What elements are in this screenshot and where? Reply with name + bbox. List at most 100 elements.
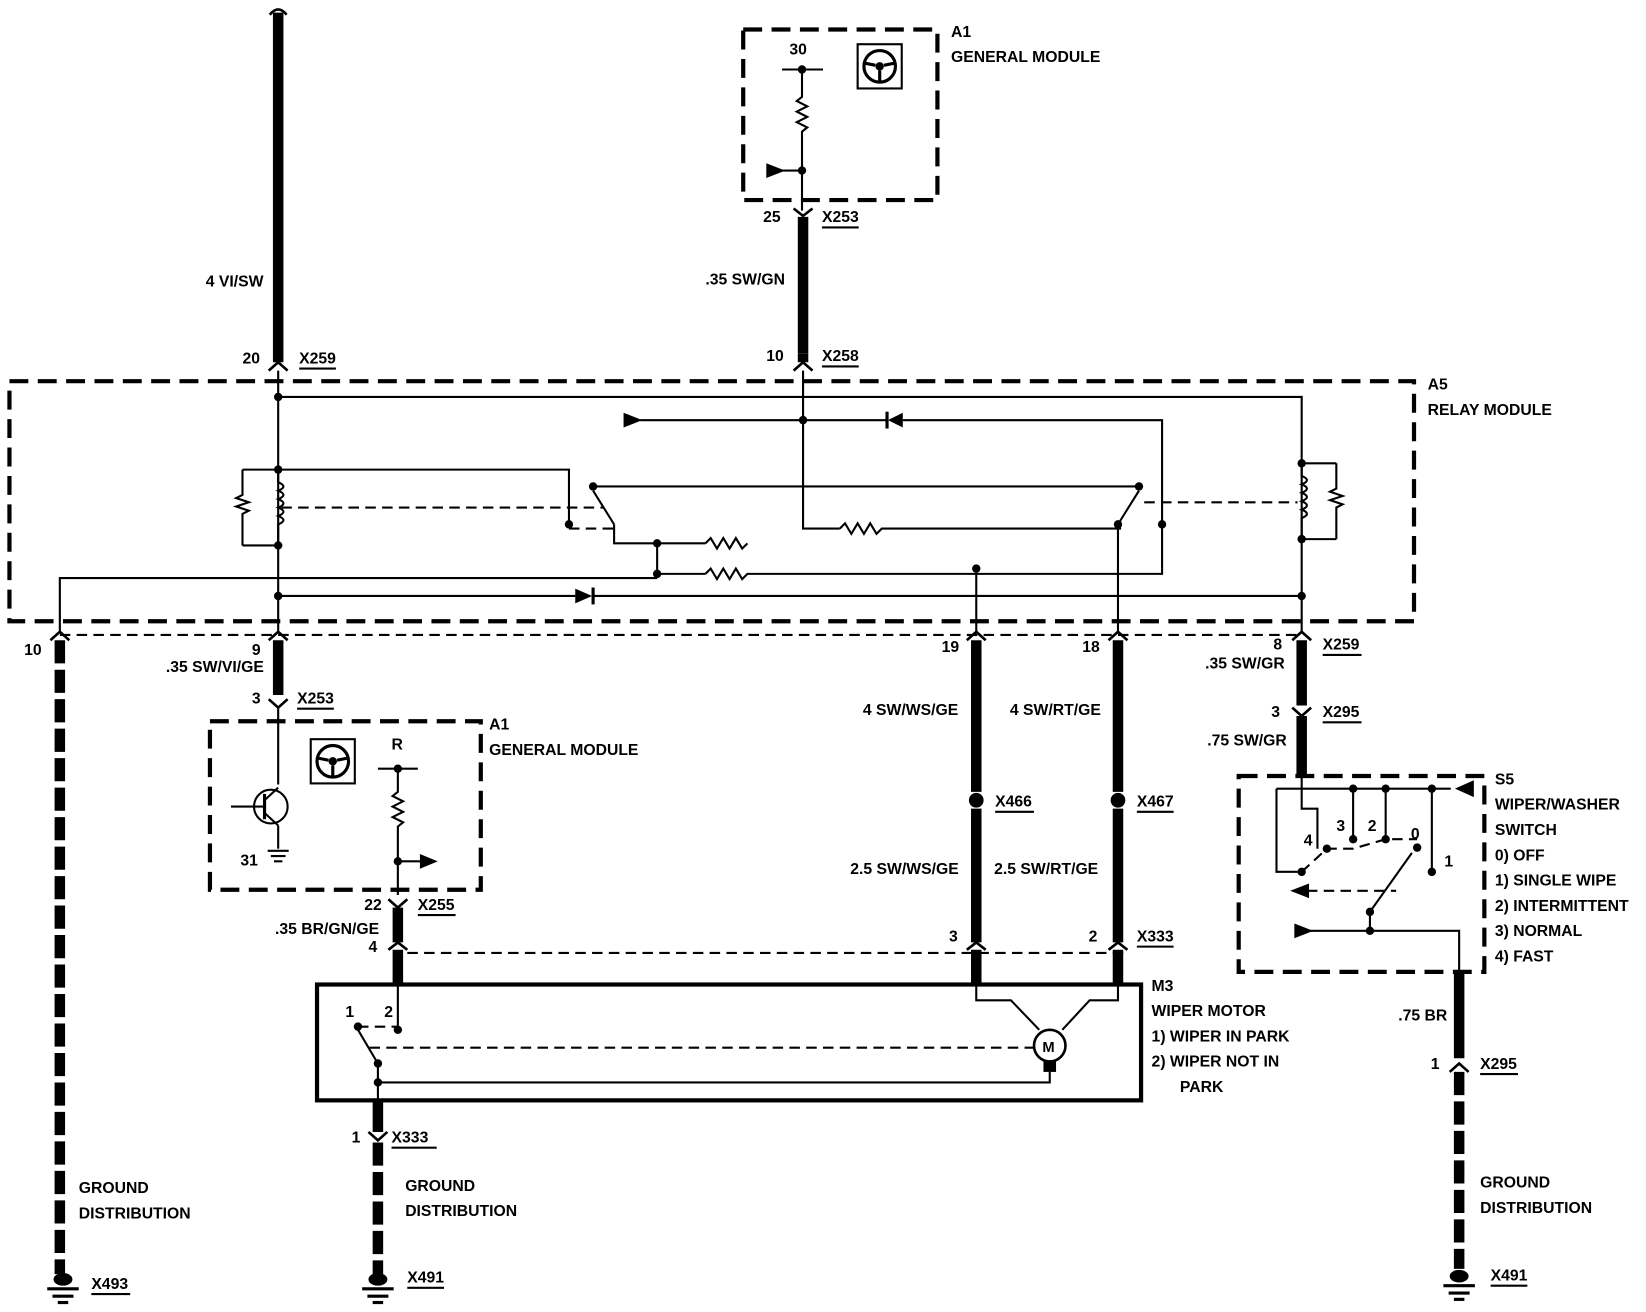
ground-right-label-2: DISTRIBUTION bbox=[1480, 1200, 1592, 1217]
ground-x493-icon bbox=[47, 1273, 79, 1305]
connector-x255-pin: 22 bbox=[364, 897, 382, 914]
lower-module-pin-31: 31 bbox=[240, 853, 258, 870]
wiper-motor-name: WIPER MOTOR bbox=[1152, 1003, 1267, 1020]
connector-x255-label: X255 bbox=[418, 897, 455, 914]
wire-segment bbox=[1275, 788, 1302, 873]
connector-x295-top-symbol bbox=[1291, 706, 1313, 718]
relay-ground-line bbox=[58, 577, 658, 632]
ground-left-label-1: GROUND bbox=[79, 1180, 149, 1197]
switch-position-2: 2) INTERMITTENT bbox=[1495, 898, 1629, 915]
ground-x493-branch: 10 GROUND DISTRIBUTION X493 bbox=[24, 630, 191, 1305]
connector-x333-lower-label: X333 bbox=[392, 1129, 429, 1146]
connector-x258-symbol bbox=[792, 360, 814, 372]
connector-x295-top-pin: 3 bbox=[1271, 704, 1280, 721]
top-module-output-arrow bbox=[766, 163, 786, 178]
wiper-motor-note-2: 2) WIPER NOT IN bbox=[1152, 1054, 1280, 1071]
transistor-icon bbox=[230, 786, 289, 827]
wiper-motor-note-2b: PARK bbox=[1180, 1079, 1224, 1096]
wire-segment bbox=[975, 984, 1041, 1031]
relay-center-resistor bbox=[839, 521, 1122, 536]
switch-input-arrow bbox=[1454, 780, 1474, 798]
motor-shaft bbox=[1043, 1061, 1057, 1072]
connector-x259-right-pin: 8 bbox=[1273, 637, 1282, 654]
connector-x253-lower-label: X253 bbox=[297, 690, 334, 707]
ground-x491-center-branch: 1 X333 GROUND DISTRIBUTION X491 bbox=[352, 1100, 517, 1305]
connector-19-pin: 19 bbox=[942, 639, 960, 656]
switch-position-4: 4) FAST bbox=[1495, 948, 1554, 965]
wiper-motor-note-1: 1) WIPER IN PARK bbox=[1152, 1028, 1291, 1045]
connector-x255-group: 22 X255 .35 BR/GN/GE 4 bbox=[275, 897, 456, 985]
connector-x259-left-symbol bbox=[267, 360, 289, 372]
connector-3-symbol bbox=[966, 940, 987, 951]
junction-dot bbox=[798, 415, 808, 425]
main-feed: 4 VI/SW 20 X259 bbox=[206, 8, 336, 372]
top-module-name: GENERAL MODULE bbox=[951, 49, 1100, 66]
wiper-motor-id: M3 bbox=[1152, 978, 1174, 995]
splice-x466 bbox=[968, 792, 984, 808]
wiper-motor: M3 WIPER MOTOR 1) WIPER IN PARK 2) WIPER… bbox=[314, 978, 1291, 1103]
junction-dot bbox=[1412, 843, 1422, 852]
ground-center-label-2: DISTRIBUTION bbox=[405, 1203, 517, 1220]
connector-x295-lower-symbol bbox=[1448, 1061, 1470, 1073]
splice-x466-label: X466 bbox=[995, 794, 1032, 811]
lower-module-resistor bbox=[390, 768, 406, 896]
wiper-motor-pin-1: 1 bbox=[345, 1004, 354, 1021]
park-switch bbox=[357, 1029, 379, 1065]
switch-contact-link bbox=[1300, 838, 1418, 873]
connector-x295-lower-label: X295 bbox=[1480, 1056, 1517, 1073]
motor-feed-18: 18 4 SW/RT/GE X467 2.5 SW/RT/GE 2 X333 bbox=[994, 630, 1174, 985]
wire-75-sw-gr-label: .75 SW/GR bbox=[1207, 732, 1287, 749]
switch-contact-3: 3 bbox=[1336, 818, 1345, 835]
lower-module-output-arrow bbox=[419, 853, 438, 869]
wiper-motor-pin-2: 2 bbox=[384, 1004, 393, 1021]
switch-contact-4: 4 bbox=[1304, 833, 1313, 850]
connector-x255-symbol bbox=[387, 898, 409, 910]
wire-35-sw-gn-label: .35 SW/GN bbox=[705, 271, 785, 288]
connector-9-pin: 9 bbox=[252, 642, 261, 659]
connector-4-pin: 4 bbox=[368, 939, 377, 956]
lower-module-name: GENERAL MODULE bbox=[489, 742, 638, 759]
wire-segment bbox=[377, 1071, 1051, 1084]
connector-x253-lower-pin: 3 bbox=[252, 690, 261, 707]
relay-coil-right bbox=[1144, 459, 1346, 544]
top-module-pin-30: 30 bbox=[789, 42, 807, 59]
top-module-boundary bbox=[741, 27, 940, 203]
wire-35-sw-vi-ge-label: .35 SW/VI/GE bbox=[166, 659, 264, 676]
top-module-harness: 25 X253 .35 SW/GN 10 X258 bbox=[705, 207, 859, 372]
connector-x258-pin: 10 bbox=[766, 348, 784, 365]
ground-x491-right-icon bbox=[1443, 1269, 1475, 1301]
switch-arrow-bottom bbox=[1294, 923, 1314, 939]
svg-text:M: M bbox=[1042, 1040, 1054, 1056]
switch-contact-1: 1 bbox=[1444, 854, 1453, 871]
splice-x467 bbox=[1110, 792, 1126, 808]
switch-arrow-left bbox=[1290, 883, 1310, 899]
chassis-ground-icon bbox=[267, 849, 289, 863]
switch-position-3: 3) NORMAL bbox=[1495, 923, 1583, 940]
switch-name-2: SWITCH bbox=[1495, 822, 1557, 839]
motor-feed-19: 19 4 SW/WS/GE X466 2.5 SW/WS/GE 3 bbox=[850, 630, 1034, 985]
lower-module-id: A1 bbox=[489, 717, 509, 734]
switch-contact-0: 0 bbox=[1411, 826, 1420, 843]
steering-wheel-icon-lower bbox=[309, 738, 356, 785]
switch-boundary bbox=[1236, 773, 1487, 974]
junction-dot bbox=[373, 1078, 383, 1087]
connector-x258-label: X258 bbox=[822, 348, 859, 365]
junction-dot bbox=[1348, 835, 1358, 844]
wire-4-vi-sw-label: 4 VI/SW bbox=[206, 273, 264, 290]
wire-break-symbol bbox=[268, 8, 288, 16]
junction-dot bbox=[1365, 926, 1375, 936]
relay-top-bus bbox=[278, 395, 1303, 632]
wire-4-sw-ws-ge-label: 4 SW/WS/GE bbox=[863, 702, 958, 719]
top-module-resistor bbox=[794, 69, 810, 211]
junction-dot bbox=[273, 392, 283, 402]
connector-x295-lower-pin: 1 bbox=[1431, 1056, 1440, 1073]
diode-lower-icon bbox=[575, 587, 595, 605]
connector-x333-lower-pin: 1 bbox=[352, 1129, 361, 1146]
wire-75-br-label: .75 BR bbox=[1398, 1007, 1448, 1024]
connector-10-pin: 10 bbox=[24, 642, 42, 659]
connector-9-symbol bbox=[267, 630, 289, 642]
relay-module-id: A5 bbox=[1428, 377, 1448, 394]
connector-x253-top-pin: 25 bbox=[763, 209, 781, 226]
connector-x259-left-pin: 20 bbox=[242, 350, 260, 367]
connector-x253-top-symbol bbox=[792, 207, 814, 218]
